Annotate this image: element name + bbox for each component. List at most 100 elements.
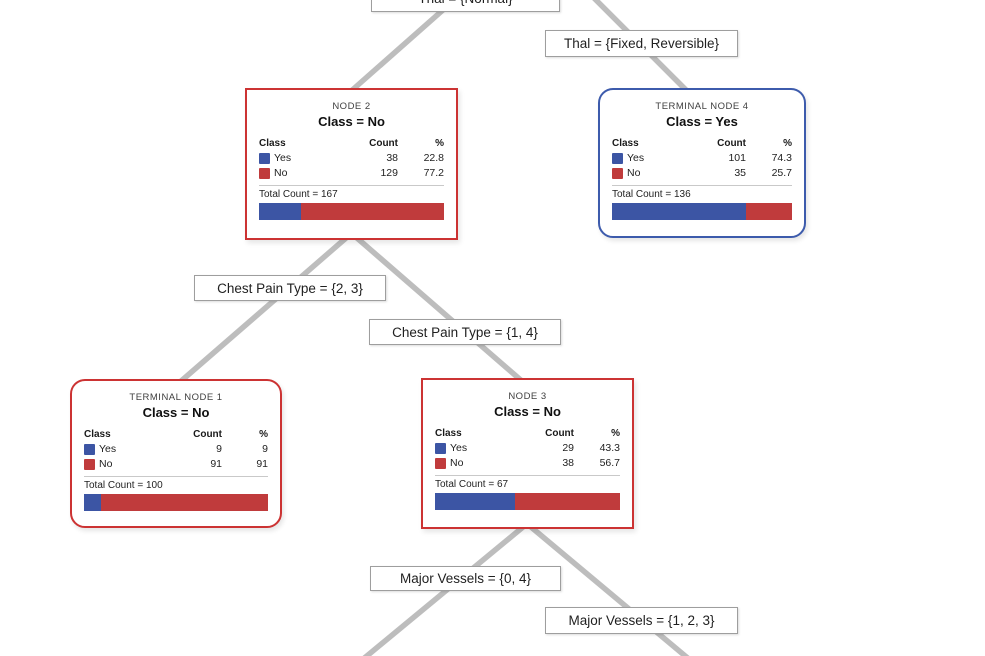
row-label: No (99, 458, 113, 470)
row-pct: 91 (256, 458, 268, 470)
edge-node3-right-child (529, 524, 690, 656)
yes-swatch-icon (84, 443, 95, 455)
stats-row-no: No 38 56.7 (435, 457, 620, 469)
class-header: Class (612, 138, 639, 149)
pct-header: % (435, 138, 444, 149)
row-count: 129 (380, 167, 398, 179)
divider (612, 185, 792, 186)
pct-header: % (611, 428, 620, 439)
node-class-label: Class = No (494, 404, 561, 419)
row-label: Yes (99, 443, 117, 455)
edge-label-major-vessels-0-4: Major Vessels = {0, 4} (370, 566, 561, 591)
total-count-label: Total Count = 136 (612, 189, 691, 200)
no-swatch-icon (84, 458, 95, 470)
edge-node3-left-child (362, 524, 525, 656)
edge-node2-to-node3 (355, 235, 525, 385)
class-distribution-bar (84, 494, 268, 511)
yes-swatch-icon (435, 442, 446, 454)
stats-row-no: No 35 25.7 (612, 167, 792, 179)
row-count: 9 (216, 443, 222, 455)
row-label: No (274, 167, 288, 179)
stats-header-row: Class Count % (435, 428, 620, 439)
row-count: 38 (386, 152, 398, 164)
no-bar-segment (100, 494, 268, 511)
pct-header: % (783, 138, 792, 149)
row-count: 38 (562, 457, 574, 469)
row-pct: 74.3 (771, 152, 792, 164)
total-count-label: Total Count = 100 (84, 480, 163, 491)
stats-row-yes: Yes 101 74.3 (612, 152, 792, 164)
count-header: Count (193, 429, 222, 440)
row-label: No (450, 457, 464, 469)
node-2[interactable]: NODE 2 Class = No Class Count % Yes 38 2… (245, 88, 458, 240)
no-bar-segment (745, 203, 792, 220)
class-header: Class (259, 138, 286, 149)
edge-label-chest-pain-1-4: Chest Pain Type = {1, 4} (369, 319, 561, 345)
row-pct: 77.2 (423, 167, 444, 179)
total-count-label: Total Count = 167 (259, 189, 338, 200)
class-header: Class (84, 429, 111, 440)
row-pct: 56.7 (599, 457, 620, 469)
yes-swatch-icon (259, 152, 270, 164)
row-label: Yes (450, 442, 468, 454)
divider (435, 475, 620, 476)
node-title: NODE 3 (508, 391, 547, 402)
node-title: TERMINAL NODE 1 (129, 392, 223, 403)
divider (259, 185, 444, 186)
count-header: Count (545, 428, 574, 439)
node-title: TERMINAL NODE 4 (655, 101, 749, 112)
no-swatch-icon (259, 167, 270, 179)
row-pct: 43.3 (599, 442, 620, 454)
row-pct: 9 (262, 443, 268, 455)
edge-label-major-vessels-1-2-3: Major Vessels = {1, 2, 3} (545, 607, 738, 634)
row-count: 35 (734, 167, 746, 179)
edge-label-thal-normal: Thal = {Normal} (371, 0, 560, 12)
terminal-node-4[interactable]: TERMINAL NODE 4 Class = Yes Class Count … (598, 88, 806, 238)
row-label: Yes (627, 152, 645, 164)
node-class-label: Class = No (318, 114, 385, 129)
stats-row-yes: Yes 9 9 (84, 443, 268, 455)
no-bar-segment (515, 493, 620, 510)
node-title: NODE 2 (332, 101, 371, 112)
stats-row-yes: Yes 29 43.3 (435, 442, 620, 454)
stats-row-no: No 91 91 (84, 458, 268, 470)
no-bar-segment (301, 203, 444, 220)
class-distribution-bar (612, 203, 792, 220)
stats-row-no: No 129 77.2 (259, 167, 444, 179)
stats-row-yes: Yes 38 22.8 (259, 152, 444, 164)
node-class-label: Class = No (142, 405, 210, 420)
no-swatch-icon (435, 457, 446, 469)
edge-root-to-node2 (348, 0, 454, 95)
row-label: No (627, 167, 641, 179)
class-distribution-bar (435, 493, 620, 510)
total-count-label: Total Count = 67 (435, 479, 509, 490)
yes-bar-segment (259, 203, 302, 220)
edge-label-thal-fixed-reversible: Thal = {Fixed, Reversible} (545, 30, 738, 57)
row-pct: 22.8 (423, 152, 444, 164)
edge-node2-to-terminal1 (178, 235, 348, 385)
yes-bar-segment (84, 494, 101, 511)
terminal-node-1[interactable]: TERMINAL NODE 1 Class = No Class Count %… (70, 379, 282, 528)
edge-label-chest-pain-2-3: Chest Pain Type = {2, 3} (194, 275, 386, 301)
stats-header-row: Class Count % (612, 138, 792, 149)
row-label: Yes (274, 152, 292, 164)
stats-header-row: Class Count % (84, 429, 268, 440)
node-class-label: Class = Yes (666, 114, 738, 129)
node-3[interactable]: NODE 3 Class = No Class Count % Yes 29 4… (421, 378, 634, 529)
row-count: 91 (210, 458, 222, 470)
pct-header: % (259, 429, 268, 440)
count-header: Count (717, 138, 746, 149)
count-header: Count (369, 138, 398, 149)
row-count: 29 (562, 442, 574, 454)
yes-bar-segment (435, 493, 516, 510)
yes-bar-segment (612, 203, 746, 220)
divider (84, 476, 268, 477)
class-header: Class (435, 428, 462, 439)
no-swatch-icon (612, 167, 623, 179)
class-distribution-bar (259, 203, 444, 220)
yes-swatch-icon (612, 152, 623, 164)
row-pct: 25.7 (771, 167, 792, 179)
stats-header-row: Class Count % (259, 138, 444, 149)
